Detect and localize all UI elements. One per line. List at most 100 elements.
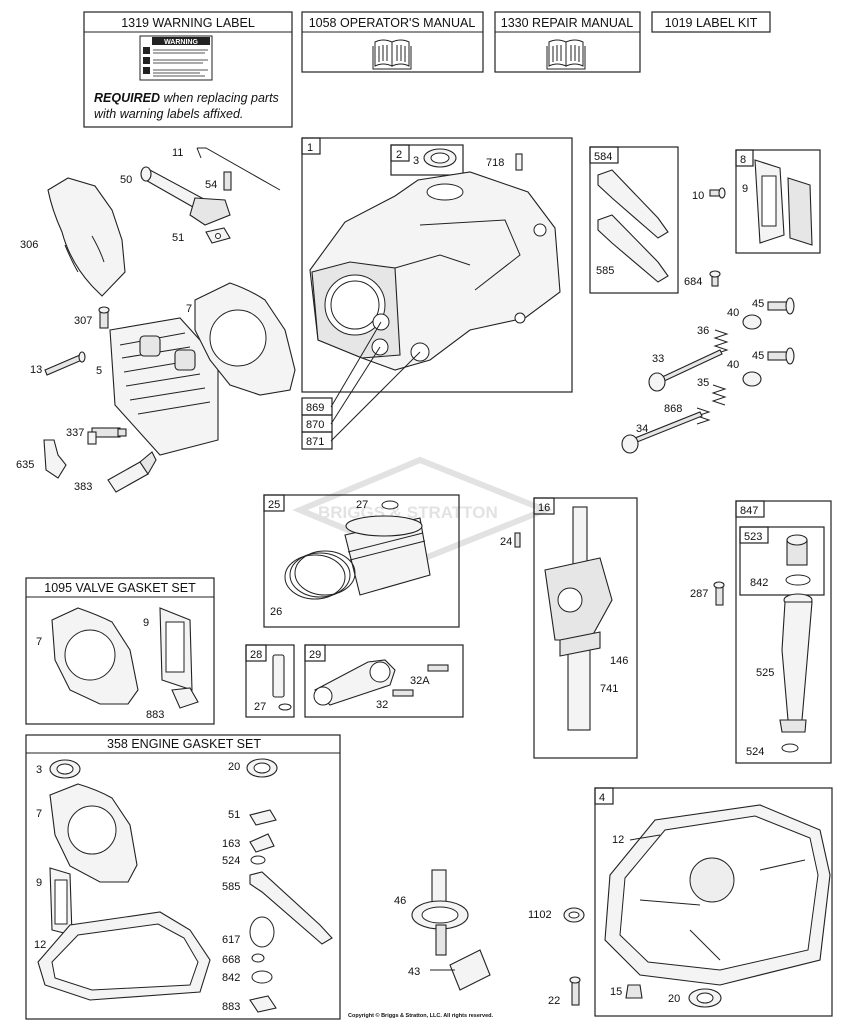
box-number-29: 29 — [309, 649, 321, 661]
warning-label-header: 1319 WARNING LABEL — [121, 16, 255, 30]
oil-fill-tube — [779, 593, 813, 733]
callout-24: 24 — [500, 536, 512, 548]
engine-gasket-set-header: 358 ENGINE GASKET SET — [107, 737, 261, 751]
required-note-text: when replacing parts with warning labels… — [94, 91, 279, 121]
callout-50: 50 — [120, 174, 132, 186]
callout-5: 5 — [96, 365, 102, 377]
valve-gasket-set-box: 1095 VALVE GASKET SET 7 9 883 — [25, 577, 215, 725]
callout-54: 54 — [205, 179, 217, 191]
repair-manual-box: 1330 REPAIR MANUAL — [494, 11, 641, 73]
rod-bolt-32A — [427, 664, 449, 672]
screw-10 — [709, 187, 726, 199]
operators-manual-box: 1058 OPERATOR'S MANUAL — [301, 11, 484, 73]
piston-rings — [284, 550, 356, 600]
box-number-4: 4 — [599, 792, 605, 804]
cylinder-head — [109, 317, 219, 456]
callout-45-bottom: 45 — [752, 350, 764, 362]
piston-pin-box: 28 27 — [245, 644, 295, 718]
box-number-2: 2 — [396, 149, 402, 161]
box-number-25: 25 — [268, 499, 280, 511]
crankcase-box: 1 2 3 718 869 87 — [301, 137, 573, 450]
callout-10: 10 — [692, 190, 704, 202]
connecting-rod-box: 29 32A 32 — [304, 644, 464, 718]
callout-40-top: 40 — [727, 307, 739, 319]
box-number-847: 847 — [740, 505, 758, 517]
operators-manual-header: 1058 OPERATOR'S MANUAL — [309, 16, 476, 30]
callout-20-engine-set: 20 — [228, 761, 240, 773]
connecting-rod — [313, 659, 396, 706]
label-kit-box: 1019 LABEL KIT — [651, 11, 771, 33]
callout-668-engine-set: 668 — [222, 954, 240, 966]
callout-27-pin: 27 — [254, 701, 266, 713]
box-number-870: 870 — [306, 419, 324, 431]
callout-15: 15 — [610, 986, 622, 998]
oil-fill-box: 847 523 842 525 524 — [735, 500, 832, 764]
label-kit-header: 1019 LABEL KIT — [665, 16, 758, 30]
callout-7-engine-set: 7 — [36, 808, 42, 820]
callout-20-sump: 20 — [668, 993, 680, 1005]
valve-train — [621, 297, 795, 454]
callout-741: 741 — [600, 683, 618, 695]
plug-15 — [625, 984, 643, 999]
book-icon — [372, 39, 412, 70]
callout-22: 22 — [548, 995, 560, 1007]
breather-cover-box: 8 9 — [735, 149, 821, 254]
callout-617-engine-set: 617 — [222, 934, 240, 946]
callout-12-sump: 12 — [612, 834, 624, 846]
callout-585: 585 — [596, 265, 614, 277]
copyright-text: Copyright © Briggs & Stratton, LLC. All … — [348, 1013, 494, 1019]
breather-fitting — [43, 439, 67, 479]
callout-337: 337 — [66, 427, 84, 439]
callout-287: 287 — [690, 588, 708, 600]
callout-146: 146 — [610, 655, 628, 667]
cylinder-shield — [47, 177, 126, 297]
crankcase-cylinder-block — [309, 171, 561, 371]
piston — [344, 515, 431, 596]
callout-525: 525 — [756, 667, 774, 679]
callout-51-engine-set: 51 — [228, 809, 240, 821]
spark-plug — [87, 427, 127, 445]
callout-585-engine-set: 585 — [222, 881, 240, 893]
callout-163-engine-set: 163 — [222, 838, 240, 850]
callout-43: 43 — [408, 966, 420, 978]
callout-524-engine-set: 524 — [222, 855, 240, 867]
box-number-869: 869 — [306, 402, 324, 414]
crankshaft-box: 16 146 741 — [533, 497, 638, 759]
callout-33: 33 — [652, 353, 664, 365]
callout-383: 383 — [74, 481, 92, 493]
box-number-871: 871 — [306, 436, 324, 448]
engine-sump — [604, 804, 831, 986]
dipstick-cap — [786, 534, 808, 566]
callout-718: 718 — [486, 157, 504, 169]
callout-842-box: 842 — [750, 577, 768, 589]
callout-45-top: 45 — [752, 298, 764, 310]
bolt-22 — [569, 976, 581, 1006]
breather-gasket-box: 584 585 — [589, 146, 679, 294]
seal-1102 — [563, 907, 585, 923]
callout-51: 51 — [172, 232, 184, 244]
oil-seal-3 — [423, 148, 457, 168]
book-icon — [546, 39, 586, 70]
valve-gasket-set-header: 1095 VALVE GASKET SET — [44, 581, 196, 595]
head-gasket — [194, 282, 296, 396]
dowel-pin — [515, 153, 523, 171]
callout-883-valve-set: 883 — [146, 709, 164, 721]
callout-9-engine-set: 9 — [36, 877, 42, 889]
callout-306: 306 — [20, 239, 38, 251]
repair-manual-header: 1330 REPAIR MANUAL — [501, 16, 634, 30]
warning-label-box: 1319 WARNING LABEL WARNING — [83, 11, 293, 128]
callout-868: 868 — [664, 403, 682, 415]
callout-32A: 32A — [410, 675, 430, 687]
piston-box: 25 27 26 — [263, 494, 460, 628]
callout-7: 7 — [186, 303, 192, 315]
bolt-13 — [44, 351, 86, 376]
sump-box: 4 12 15 20 — [594, 787, 833, 1017]
box-number-584: 584 — [594, 151, 612, 163]
warning-sticker-title: WARNING — [164, 39, 198, 46]
camshaft — [411, 869, 469, 956]
box-number-523: 523 — [744, 531, 762, 543]
callout-3: 3 — [413, 155, 419, 167]
callout-46: 46 — [394, 895, 406, 907]
callout-524: 524 — [746, 746, 764, 758]
